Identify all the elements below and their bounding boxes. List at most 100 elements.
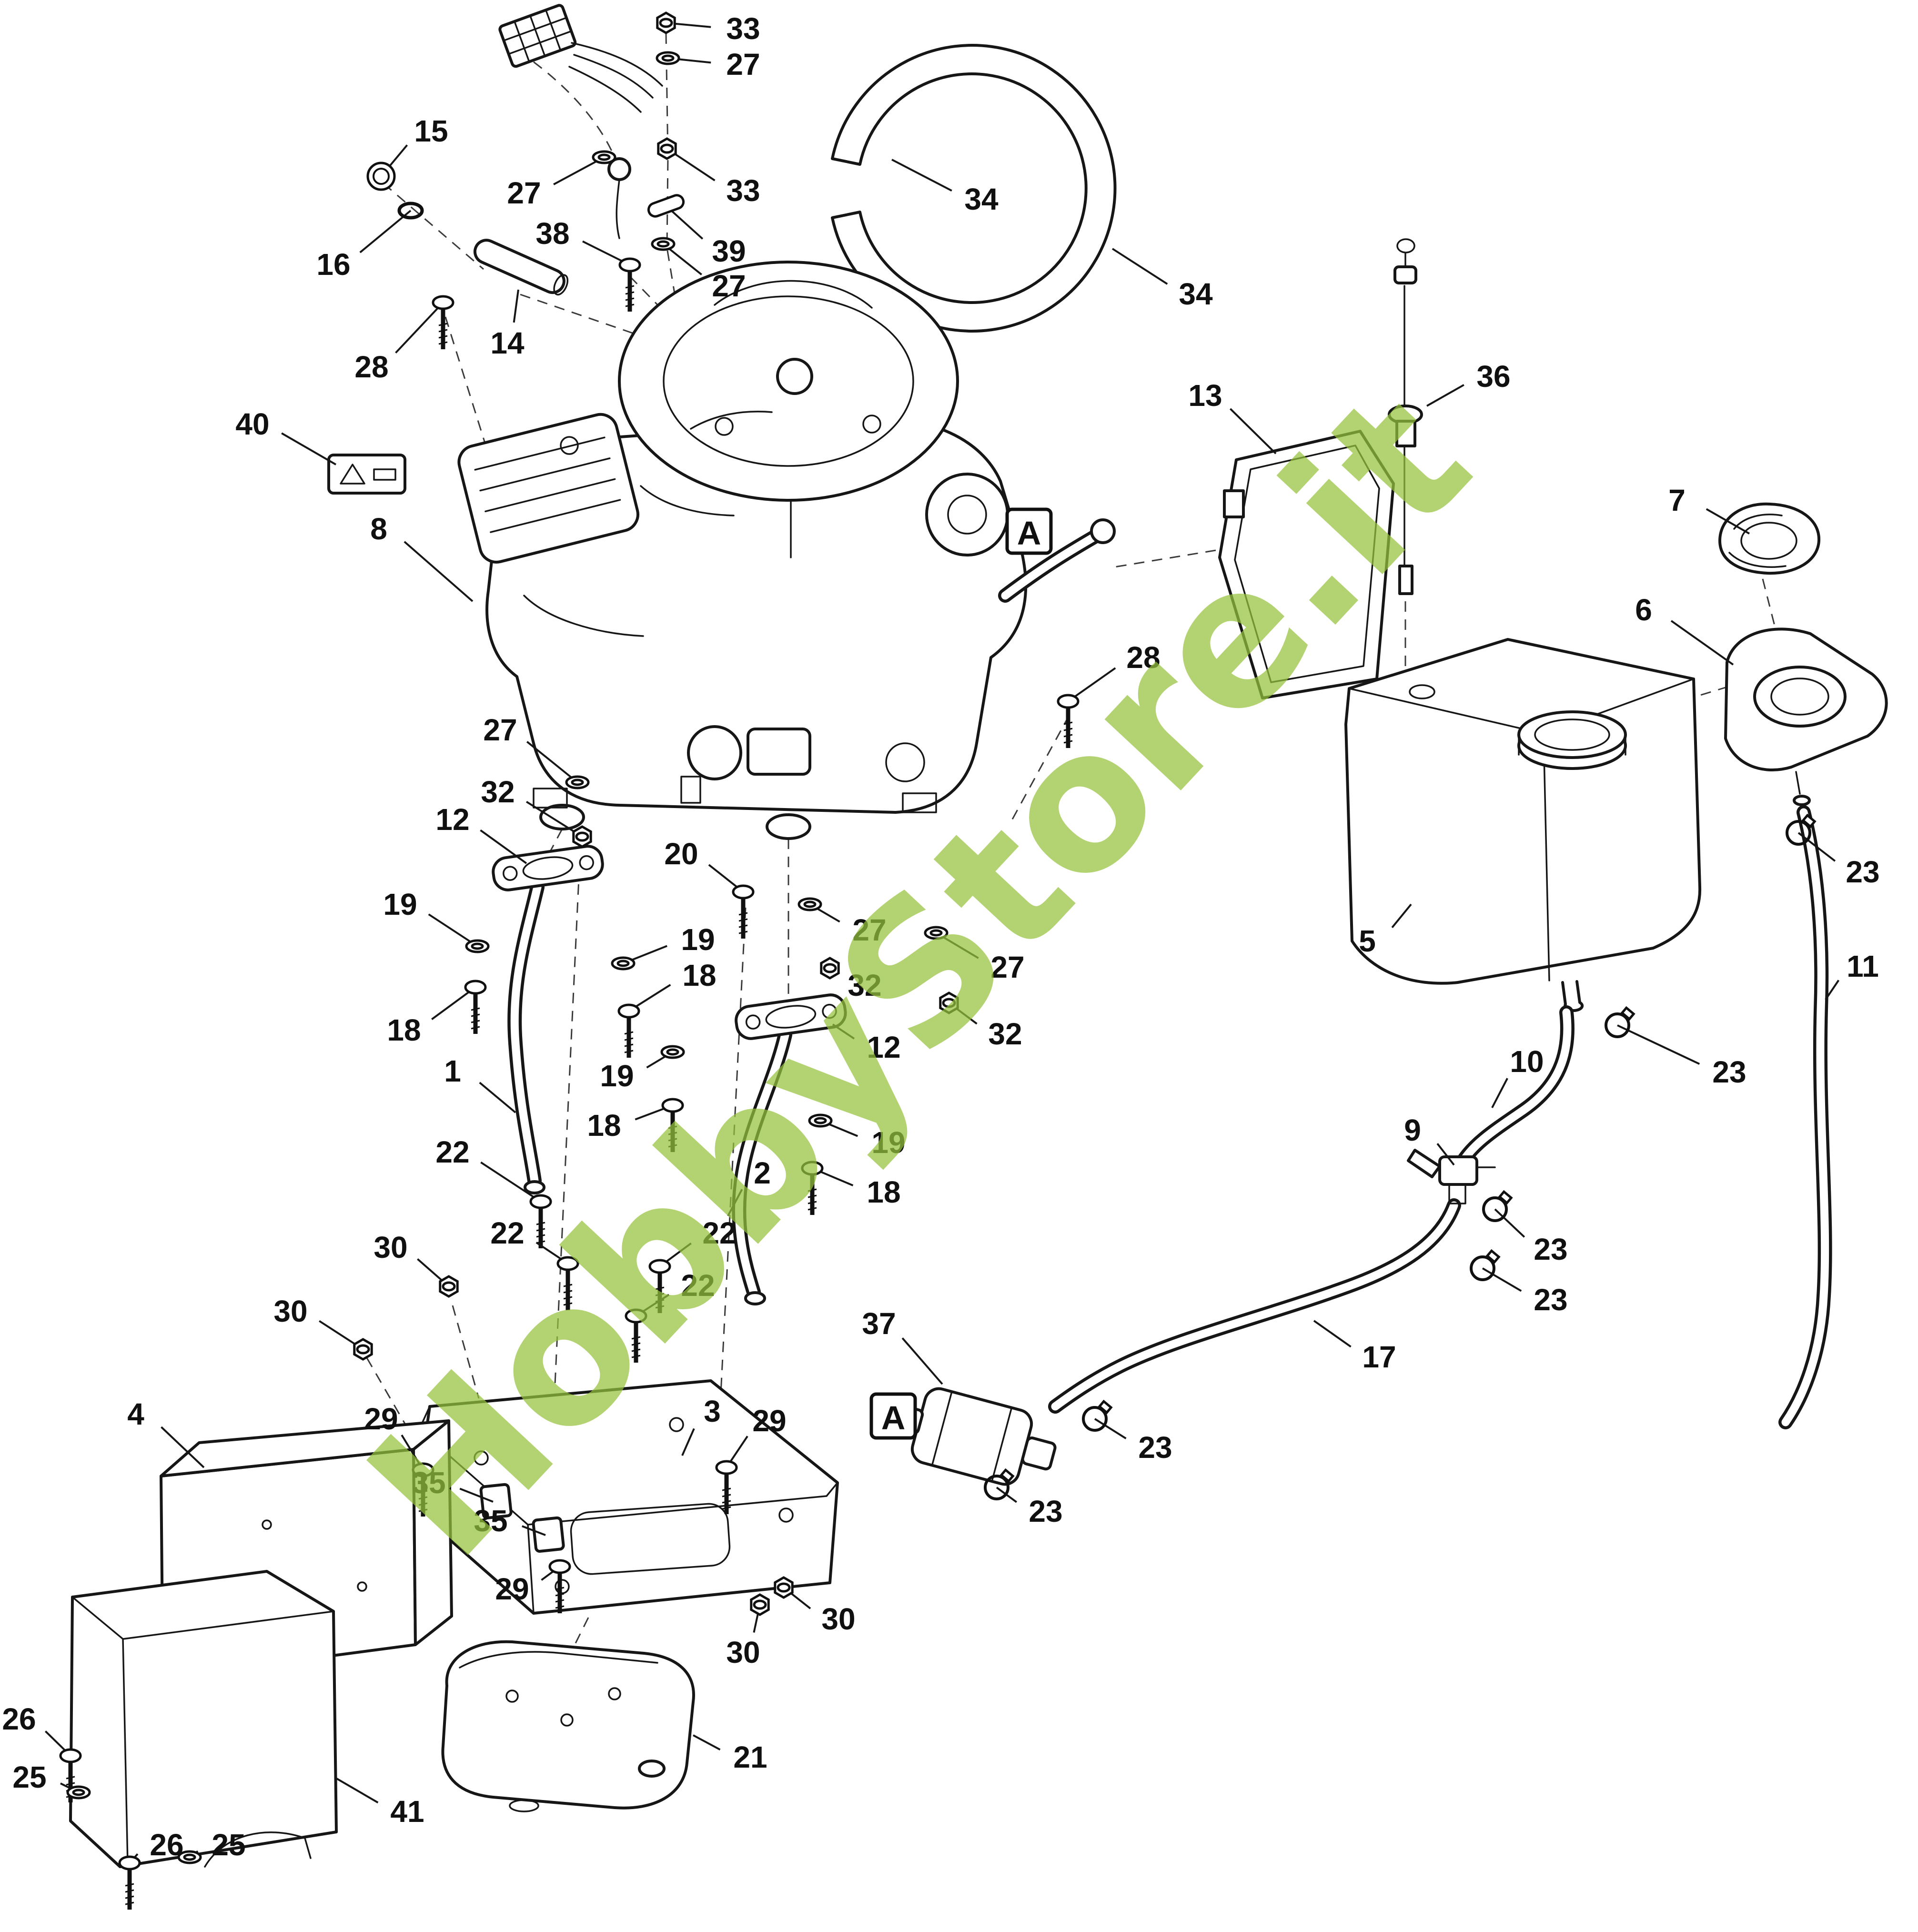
part-label: 27 (507, 176, 541, 210)
part-glyph-clamp (984, 1468, 1015, 1500)
leader-line (1313, 1320, 1352, 1348)
part-label: 25 (212, 1828, 245, 1862)
leader-line (522, 1525, 546, 1536)
leader-line (404, 541, 474, 602)
leader-line (727, 1189, 743, 1216)
exhaust-flange-lower (735, 993, 847, 1040)
leader-line (335, 1777, 379, 1804)
part-label: 23 (1534, 1232, 1567, 1266)
part-label: 8 (370, 512, 387, 546)
part-label: 38 (535, 216, 569, 251)
part-label: 6 (1635, 593, 1652, 627)
part-label: 34 (1179, 277, 1213, 311)
part-glyph-nut (353, 1338, 373, 1361)
part-label: 18 (587, 1108, 621, 1143)
leader-line (479, 1082, 516, 1113)
starter-ring (831, 44, 1117, 333)
leader-line (459, 1487, 494, 1503)
part-glyph-clamp (1482, 1190, 1513, 1222)
leader-line (901, 1337, 943, 1385)
part-label: 3 (704, 1394, 721, 1428)
part-label: 35 (412, 1466, 445, 1500)
part-glyph-screw (548, 1559, 571, 1613)
part-label: 12 (435, 802, 469, 837)
part-label: 25 (12, 1760, 46, 1794)
part-label: 34 (964, 182, 999, 216)
leader-line (1067, 667, 1116, 702)
part-label: 32 (848, 968, 881, 1002)
part-glyph-nut (572, 825, 592, 848)
leader-line (161, 1426, 205, 1468)
part-glyph-screw (617, 1003, 640, 1058)
part-label: 11 (1847, 949, 1879, 983)
part-label: 22 (490, 1216, 524, 1250)
part-glyph-link (647, 194, 685, 218)
part-glyph-washer (797, 897, 822, 911)
part-label: 22 (435, 1135, 469, 1169)
part-label: 27 (726, 47, 760, 81)
part-label: 28 (1126, 640, 1160, 675)
part-label: 37 (862, 1306, 896, 1341)
part-glyph-clamp (1470, 1249, 1501, 1281)
fuel-tap (1407, 1149, 1496, 1204)
part-label: 21 (733, 1740, 767, 1774)
part-glyph-screw (556, 1256, 579, 1310)
switch-bracket-35b (532, 1516, 565, 1553)
warning-label (327, 454, 406, 495)
part-glyph-nut (750, 1593, 770, 1616)
part-label: 40 (235, 407, 269, 441)
part-label: 26 (2, 1702, 36, 1736)
part-glyph-screw (648, 1259, 671, 1313)
leader-line (1825, 980, 1840, 1001)
part-label: 33 (726, 173, 760, 208)
wiring-harness (498, 4, 663, 239)
fuel-tank (1344, 638, 1702, 1012)
part-glyph-screw (1057, 694, 1080, 748)
part-label: 29 (364, 1402, 398, 1436)
part-glyph-clamp (1082, 1399, 1113, 1432)
leader-line (693, 1734, 721, 1751)
part-label: 10 (1510, 1044, 1544, 1079)
part-glyph-screw (715, 1460, 738, 1514)
part-label: 36 (1476, 359, 1510, 394)
leader-line (513, 289, 519, 323)
part-glyph-nut (439, 1275, 459, 1298)
part-label: 41 (390, 1794, 424, 1829)
part-glyph-nut (774, 1576, 794, 1599)
part-glyph-screw (464, 980, 487, 1034)
leader-line (1391, 903, 1412, 929)
part-glyph-washer (656, 51, 680, 65)
part-label: 4 (127, 1397, 144, 1431)
part-label: 27 (483, 713, 517, 747)
part-label: 29 (495, 1572, 529, 1606)
part-label: 30 (273, 1294, 307, 1328)
part-label: 22 (702, 1216, 736, 1250)
side-cover (69, 1570, 338, 1868)
part-label: 13 (1188, 378, 1222, 413)
leader-line (1482, 1267, 1522, 1292)
engine-illustration (457, 261, 1116, 840)
part-glyph-screw (618, 257, 641, 312)
leader-line (395, 302, 444, 354)
part-glyph-screw (412, 1462, 434, 1517)
part-label: 27 (712, 269, 746, 303)
part-label: 28 (354, 350, 388, 384)
filler-tray (1724, 627, 1888, 806)
part-glyph-screw (118, 1855, 141, 1910)
exhaust-pipe-2 (732, 993, 847, 1305)
part-glyph-washer (924, 926, 949, 940)
part-glyph-screw (529, 1194, 552, 1248)
muffler (441, 1640, 695, 1812)
part-glyph-oring (397, 202, 424, 220)
part-label: 16 (316, 247, 350, 282)
leader-line (428, 913, 478, 947)
part-glyph-washer (565, 775, 590, 789)
fuel-cap (1718, 502, 1821, 575)
leader-line (359, 210, 412, 253)
part-glyph-washer (651, 237, 676, 251)
part-glyph-screw (732, 884, 755, 939)
part-label: 32 (988, 1017, 1022, 1051)
part-label: 19 (383, 887, 417, 921)
part-glyph-nut (820, 957, 840, 980)
